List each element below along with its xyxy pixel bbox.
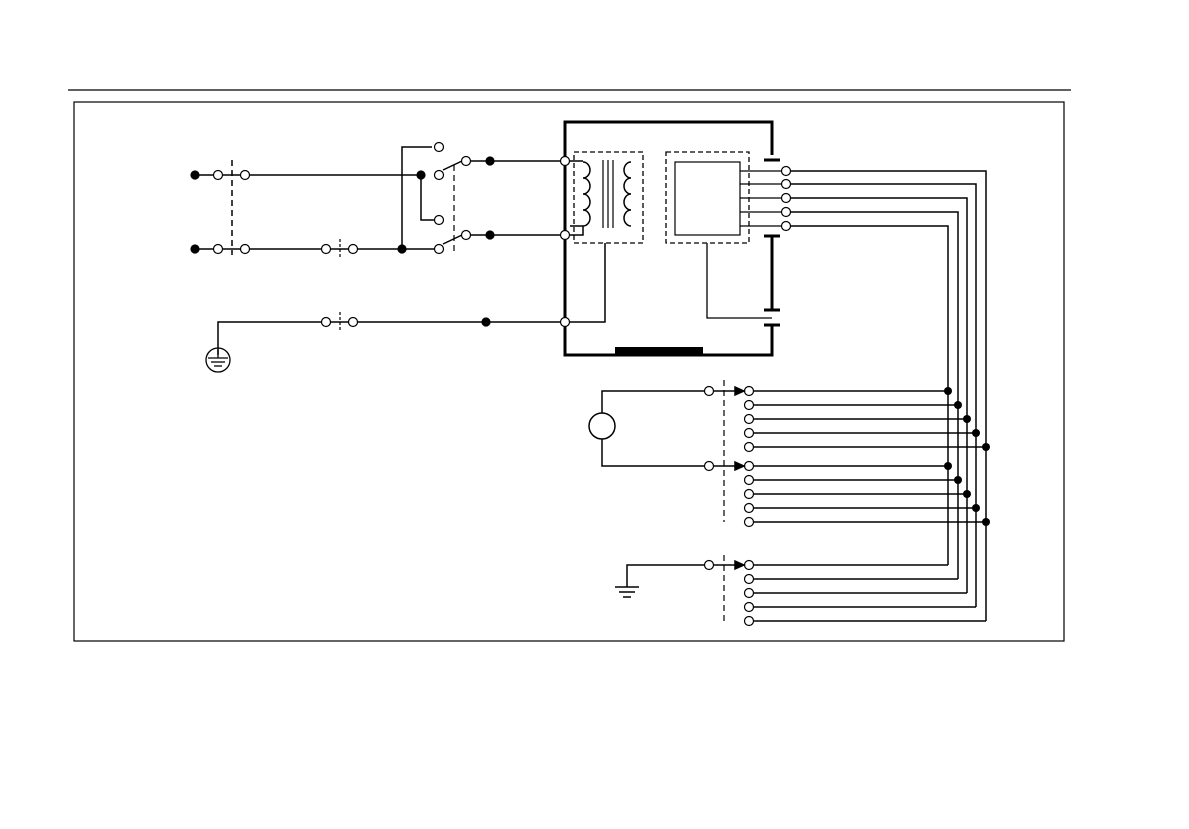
fuse-icon <box>322 312 358 332</box>
connector-group-1 <box>724 380 986 625</box>
selector-switch <box>402 147 565 255</box>
fuse-icon <box>322 239 358 259</box>
terminal <box>214 171 223 180</box>
arrow-contacts <box>714 387 744 569</box>
bus-wiring <box>791 171 986 621</box>
input-terminals <box>191 171 250 254</box>
connector-terminals <box>705 387 754 626</box>
voltage-source-icon <box>589 391 704 466</box>
protective-earth-icon <box>206 348 230 372</box>
line-inputs <box>195 160 560 355</box>
instrument-enclosure <box>565 122 780 355</box>
terminal <box>241 171 250 180</box>
module-terminals <box>782 167 791 231</box>
terminal <box>241 245 250 254</box>
terminal-dot <box>191 245 199 253</box>
ground-icon <box>615 565 704 597</box>
transformer-icon <box>570 152 643 322</box>
terminal <box>214 245 223 254</box>
electronics-module <box>666 152 781 318</box>
terminal-dot <box>191 171 199 179</box>
